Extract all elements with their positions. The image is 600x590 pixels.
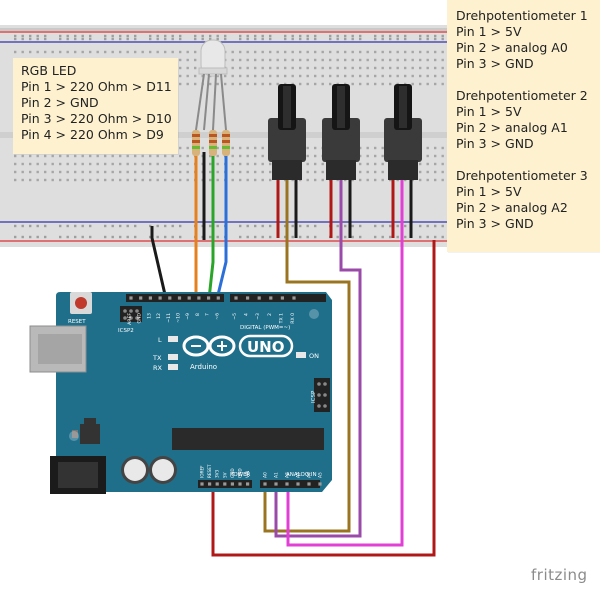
uno-logo-text: UNO bbox=[247, 338, 285, 356]
led-on-label: ON bbox=[309, 352, 319, 360]
analog-pin-label: A5 bbox=[318, 472, 324, 478]
fritzing-brand: fritzing bbox=[531, 566, 588, 584]
top-pin-label: AREF bbox=[127, 313, 133, 325]
led-tx-label: TX bbox=[152, 354, 162, 362]
top-pin-label: TX 1 bbox=[278, 313, 284, 324]
microcontroller-chip bbox=[172, 428, 324, 450]
led-l-label: L bbox=[158, 336, 162, 344]
power-pin-label: 3V3 bbox=[215, 469, 220, 478]
note-line: Pin 1 > 5V bbox=[456, 184, 522, 199]
analog-pin-label: A0 bbox=[263, 472, 269, 478]
power-pin-label: 5V bbox=[222, 472, 227, 478]
wire-gnd-black bbox=[150, 226, 168, 300]
wire-d10-green bbox=[207, 152, 215, 300]
top-pin-label: ~10 bbox=[176, 313, 182, 323]
power-pin-label: GND bbox=[238, 468, 243, 478]
top-pin-label: RX 0 bbox=[290, 313, 296, 324]
top-pin-label: 13 bbox=[146, 313, 152, 319]
pot-group-title: Drehpotentiometer 1 bbox=[456, 8, 588, 23]
top-pin-label: ~9 bbox=[185, 313, 191, 320]
note-line: Pin 3 > GND bbox=[456, 216, 534, 231]
arduino-brand-text: Arduino bbox=[190, 363, 217, 371]
note-line: Pin 1 > 5V bbox=[456, 24, 522, 39]
note-line: Pin 1 > 5V bbox=[456, 104, 522, 119]
note-line: Pin 3 > GND bbox=[456, 136, 534, 151]
power-pin-label: GND bbox=[230, 468, 235, 478]
icsp-header bbox=[314, 378, 330, 412]
potentiometer-1 bbox=[268, 84, 306, 180]
analog-pin-label: A3 bbox=[296, 472, 302, 478]
power-pin-label: VIN bbox=[245, 471, 250, 478]
regulator bbox=[80, 424, 100, 444]
wire-a1-purple bbox=[274, 178, 362, 538]
power-label: POWER bbox=[230, 472, 251, 478]
top-pin-label: 4 bbox=[244, 313, 250, 316]
top-pin-label: ~5 bbox=[232, 313, 238, 320]
potentiometers bbox=[268, 84, 422, 180]
wire-d9-blue bbox=[215, 152, 228, 300]
wire-a2-magenta bbox=[286, 178, 404, 547]
note-line: Pin 4 > 220 Ohm > D9 bbox=[21, 127, 164, 142]
potentiometer-2 bbox=[322, 84, 360, 180]
note-line: Pin 2 > analog A1 bbox=[456, 120, 568, 135]
icsp-label: ICSP bbox=[311, 390, 317, 403]
power-pin-label: RESET bbox=[207, 464, 212, 478]
led-rx-label: RX bbox=[153, 364, 163, 372]
rgb-led-note: RGB LED Pin 1 > 220 Ohm > D11 Pin 2 > GN… bbox=[13, 58, 178, 154]
wire-a0-olive bbox=[263, 178, 351, 533]
potentiometer-note: Drehpotentiometer 1 Pin 1 > 5V Pin 2 > a… bbox=[447, 0, 600, 252]
power-pin-label: IOREF bbox=[200, 465, 205, 478]
note-line: RGB LED bbox=[21, 63, 77, 78]
analog-pin-label: A2 bbox=[285, 472, 291, 478]
wires bbox=[150, 152, 436, 557]
pot-group-title: Drehpotentiometer 3 bbox=[456, 168, 588, 183]
capacitors bbox=[121, 456, 177, 484]
top-pin-label: ~11 bbox=[166, 313, 172, 323]
reset-label: RESET bbox=[68, 319, 86, 325]
resistor-2 bbox=[209, 130, 217, 156]
note-line: Pin 3 > 220 Ohm > D10 bbox=[21, 111, 172, 126]
analog-header: A0 A1 A2 A3 A4 A5 bbox=[260, 472, 324, 488]
top-pin-label: 7 bbox=[205, 313, 211, 316]
digital-label: DIGITAL (PWM=~) bbox=[240, 325, 290, 331]
resistor-1 bbox=[192, 130, 200, 156]
note-line: Pin 2 > analog A0 bbox=[456, 40, 568, 55]
resistors bbox=[192, 130, 230, 156]
analog-label: ANALOG IN bbox=[286, 472, 317, 478]
top-pin-label: ~6 bbox=[214, 313, 220, 320]
arduino-logo: UNO Arduino bbox=[182, 334, 294, 371]
note-line: Pin 3 > GND bbox=[456, 56, 534, 71]
pot-group-title: Drehpotentiometer 2 bbox=[456, 88, 588, 103]
rgb-led bbox=[195, 39, 228, 131]
note-line: Pin 2 > analog A2 bbox=[456, 200, 568, 215]
icsp2-label: ICSP2 bbox=[118, 328, 134, 334]
top-pin-label: 8 bbox=[195, 313, 201, 316]
top-pin-label: ~3 bbox=[255, 313, 261, 320]
top-pin-label: GND bbox=[137, 313, 143, 324]
icsp2-header bbox=[120, 306, 142, 322]
potentiometer-3 bbox=[384, 84, 422, 180]
note-line: Pin 2 > GND bbox=[21, 95, 99, 110]
note-line: Pin 1 > 220 Ohm > D11 bbox=[21, 79, 172, 94]
top-pin-label: 12 bbox=[156, 313, 162, 319]
top-pin-label: 2 bbox=[267, 313, 273, 316]
wire-5v-red bbox=[211, 240, 436, 557]
analog-pin-label: A4 bbox=[307, 472, 313, 478]
analog-pin-label: A1 bbox=[274, 472, 280, 478]
status-leds: L TX RX ON bbox=[152, 336, 319, 372]
resistor-3 bbox=[222, 130, 230, 156]
